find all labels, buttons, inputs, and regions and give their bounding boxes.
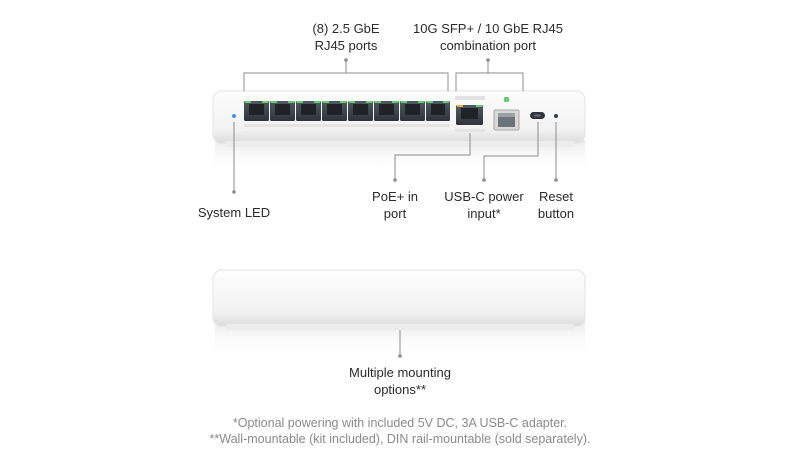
rj45-ports-label-line1: (8) 2.5 GbE — [312, 21, 380, 36]
mounting-label: Multiple mounting options** — [330, 364, 470, 398]
reset-button — [554, 114, 558, 118]
sfp-plus-port — [493, 97, 520, 131]
usbc-power-label-line2: input* — [467, 206, 501, 221]
rj45-port — [296, 101, 321, 121]
rj45-port — [322, 101, 347, 121]
rj45-port — [348, 101, 373, 121]
poe-in-port — [455, 96, 485, 132]
rj45-ports-label: (8) 2.5 GbE RJ45 ports — [296, 20, 396, 54]
usbc-power-label: USB-C power input* — [434, 188, 534, 222]
usb-c-port — [530, 112, 545, 119]
poe-in-label-line1: PoE+ in — [372, 189, 418, 204]
combo-port-label: 10G SFP+ / 10 GbE RJ45 combination port — [408, 20, 568, 54]
usbc-leader — [482, 122, 539, 182]
system-led-label: System LED — [184, 204, 284, 221]
combo-bracket — [455, 58, 524, 91]
footnote-power: *Optional powering with included 5V DC, … — [232, 416, 568, 430]
rj45-port — [374, 101, 399, 121]
system-led-label-line1: System LED — [197, 205, 271, 220]
mounting-leader — [398, 330, 402, 358]
poe-in-leader — [393, 133, 471, 182]
poe-in-label-line2: port — [383, 206, 407, 221]
rj45-ports-label-line2: RJ45 ports — [314, 38, 378, 53]
reset-leader — [554, 122, 558, 182]
rj45-port — [270, 101, 295, 121]
combo-port-label-line1: 10G SFP+ / 10 GbE RJ45 — [413, 21, 563, 36]
poe-in-label: PoE+ in port — [355, 188, 435, 222]
system-led-leader — [232, 122, 236, 194]
reset-label-line2: button — [537, 206, 575, 221]
switch-back-view — [212, 269, 586, 358]
reset-label: Reset button — [526, 188, 586, 222]
footnote-mounting: **Wall-mountable (kit included), DIN rai… — [209, 432, 591, 446]
mounting-label-line1: Multiple mounting — [349, 365, 451, 380]
rj45-port — [400, 101, 425, 121]
switch-front-view — [212, 90, 586, 172]
system-led — [232, 114, 236, 118]
mounting-label-line2: options** — [373, 382, 427, 397]
usbc-power-label-line1: USB-C power — [444, 189, 524, 204]
combo-port-label-line2: combination port — [439, 38, 537, 53]
rj45-bracket — [243, 58, 449, 91]
footnotes: *Optional powering with included 5V DC, … — [0, 415, 800, 447]
rj45-port — [244, 101, 269, 121]
rj45-port-group — [244, 101, 450, 134]
reset-label-line1: Reset — [539, 189, 573, 204]
rj45-port — [426, 101, 450, 121]
